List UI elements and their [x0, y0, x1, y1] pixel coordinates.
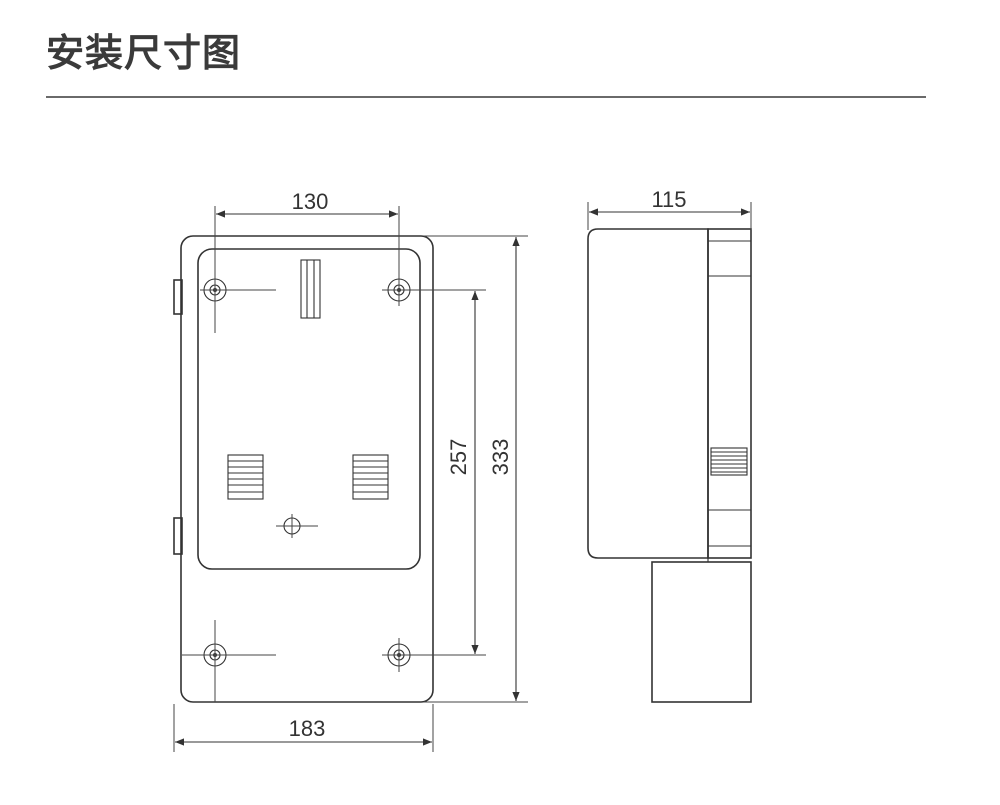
side-vent	[710, 447, 748, 476]
front-view: 130 257 333 183	[173, 189, 528, 752]
mounting-hole-bottom-left	[182, 620, 276, 702]
left-hinge-top	[173, 279, 183, 315]
dimension-top-hole-spacing: 130	[214, 189, 400, 274]
front-cover-panel	[197, 248, 421, 570]
top-center-window	[300, 259, 321, 319]
left-hinge-bottom	[173, 517, 183, 555]
dimension-label-333: 333	[488, 439, 513, 476]
dimension-label-130: 130	[292, 189, 329, 214]
dimension-depth: 115	[587, 187, 752, 230]
page-title: 安装尺寸图	[46, 31, 242, 75]
dimension-total-width: 183	[173, 704, 434, 752]
center-screw	[276, 514, 318, 538]
vent-grille-right	[352, 454, 389, 500]
dimension-label-183: 183	[289, 716, 326, 741]
dimension-label-257: 257	[446, 439, 471, 476]
dimension-hole-vertical-spacing: 257	[446, 291, 479, 654]
mounting-hole-bottom-right	[382, 638, 486, 672]
side-lower-extension	[651, 561, 752, 703]
mounting-hole-top-left	[200, 273, 276, 333]
front-housing-outline	[180, 235, 434, 703]
mounting-hole-top-right	[382, 273, 486, 306]
side-view: 115	[587, 187, 752, 703]
dimension-total-height: 333	[424, 235, 528, 703]
dimension-label-115: 115	[651, 187, 686, 212]
side-base-plate	[707, 228, 752, 559]
title-divider	[46, 96, 926, 98]
vent-grille-left	[227, 454, 264, 500]
side-cover-body	[587, 228, 709, 559]
